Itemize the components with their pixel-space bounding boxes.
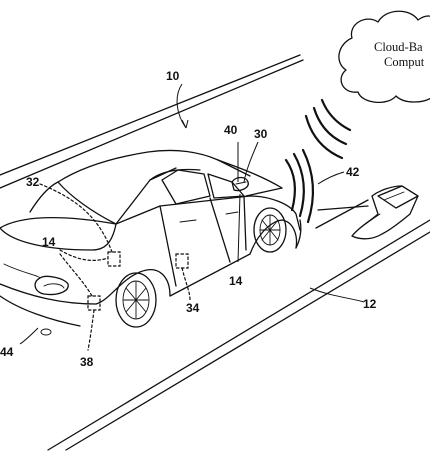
windshield-top: [217, 159, 283, 189]
rear-wheel-spokes: [123, 281, 149, 319]
front-wheel-spokes: [259, 214, 281, 246]
rear-crease: [3, 263, 41, 279]
mirror-device: [235, 181, 247, 185]
road-far-edge-inner: [0, 59, 304, 189]
vehicle: [0, 149, 302, 336]
leader-12: [309, 287, 365, 303]
car-roof: [57, 149, 251, 183]
leader-10-arrow: [181, 119, 189, 129]
ref-32: 32: [26, 175, 40, 189]
rear-wheel-arch: [95, 269, 171, 305]
cloud-icon: Cloud-Ba Comput: [338, 10, 430, 103]
cloud-wave-3: [304, 114, 344, 160]
road-near-edge-inner: [65, 231, 430, 451]
front-wheel-arch: [249, 219, 298, 255]
rear-bumper-lower: [0, 295, 81, 327]
dashed-wire-14a: [59, 249, 109, 261]
vehicle-wave-1: [284, 158, 297, 212]
phone-screen: [383, 191, 405, 201]
windshield-base: [245, 187, 283, 197]
leader-42: [317, 171, 345, 185]
cloud-outline: [338, 10, 430, 103]
signal-line-42: [315, 171, 369, 229]
dashed-wire-14b: [59, 253, 93, 297]
rear-wheel-rim: [122, 280, 150, 320]
ref-42: 42: [346, 165, 360, 179]
signal-line-mid: [317, 205, 369, 211]
vehicle-signal-waves: [284, 148, 315, 224]
front-door-line: [209, 197, 231, 263]
cloud-wave-2: [312, 106, 348, 146]
cloud-label-line2: Comput: [384, 55, 425, 69]
dashed-components: [39, 183, 191, 351]
rear-bumper-mid: [0, 283, 97, 305]
hand-with-phone: [351, 185, 419, 240]
road-far-edge-outer: [0, 54, 301, 176]
phone-icon: [377, 185, 419, 209]
leader-lines: [19, 83, 365, 345]
cloud-signal-waves: [304, 98, 352, 160]
dashed-wire-32: [39, 183, 113, 253]
vehicle-wave-3: [301, 148, 315, 224]
front-door-handle: [225, 211, 239, 215]
cloud-wave-1: [320, 98, 352, 132]
signal-line-upper: [315, 199, 369, 229]
leader-44: [19, 327, 39, 345]
leader-14-front: [237, 193, 241, 263]
ref-44: 44: [0, 345, 14, 359]
front-bumper: [295, 219, 302, 249]
hand-finger-line: [359, 213, 381, 229]
roof-edge: [149, 168, 201, 181]
sensor-box-14-rear: [107, 251, 121, 267]
cloud-label-line1: Cloud-Ba: [374, 40, 423, 54]
trunk-lid: [0, 223, 117, 251]
road-near-edge-outer: [47, 219, 430, 451]
ref-40: 40: [224, 123, 238, 137]
reference-numerals: 10 12 14 14 30 32 34 38 40 42 44: [0, 69, 377, 369]
tail-light-detail: [43, 283, 65, 289]
road: [0, 54, 430, 451]
rear-door-line: [159, 205, 177, 287]
rear-window-left: [29, 181, 59, 213]
ref-10: 10: [166, 69, 180, 83]
ref-14-rear: 14: [42, 235, 56, 249]
ref-38: 38: [80, 355, 94, 369]
dashed-wire-38: [87, 309, 95, 351]
ref-30: 30: [254, 127, 268, 141]
rear-side-window: [161, 169, 211, 205]
rear-window-lower: [57, 181, 117, 225]
tail-light: [34, 275, 69, 296]
module-box-34: [175, 253, 189, 269]
rear-wheel: [115, 272, 157, 328]
ref-34: 34: [186, 301, 200, 315]
exhaust-pipe: [40, 328, 52, 336]
a-pillar-line: [243, 195, 247, 251]
hand-outline: [351, 185, 419, 240]
leader-10: [176, 83, 187, 129]
dashed-wire-34: [181, 267, 191, 301]
leader-30: [243, 141, 259, 183]
rocker-panel: [169, 253, 251, 297]
ref-12: 12: [363, 297, 377, 311]
front-wheel: [253, 207, 287, 253]
side-mirror: [231, 176, 249, 192]
vehicle-wave-2: [292, 152, 305, 218]
ref-14-front: 14: [229, 274, 243, 288]
rear-door-handle: [179, 219, 197, 223]
